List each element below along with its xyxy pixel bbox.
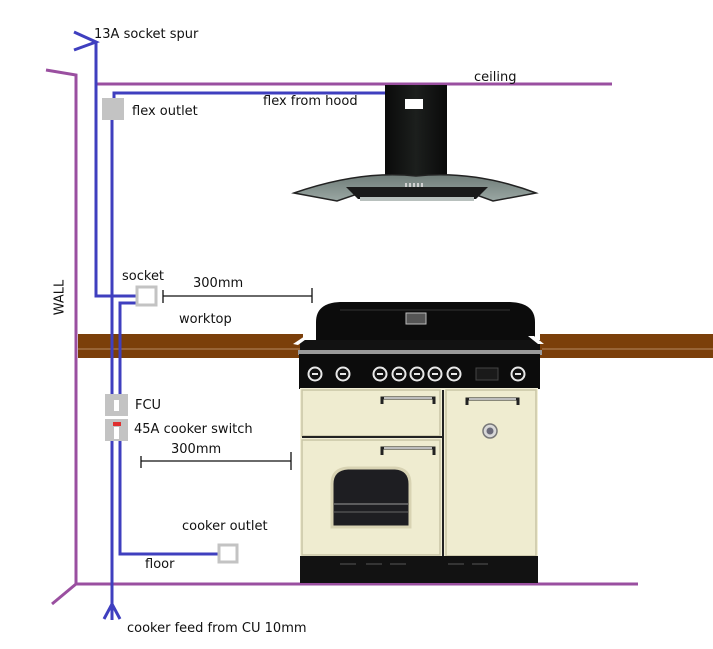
cooker-clock-display	[475, 367, 499, 381]
label-worktop: worktop	[179, 312, 232, 327]
dimensions	[140, 288, 313, 470]
hood-flex-cable	[112, 91, 396, 100]
label-floor: floor	[145, 557, 175, 572]
label-socket-spur: 13A socket spur	[94, 27, 199, 42]
cooker-knob-indicator	[432, 373, 438, 375]
cables	[73, 30, 396, 620]
cooker-plinth	[300, 556, 538, 583]
worktop-left	[78, 334, 303, 358]
accessories	[102, 98, 239, 564]
label-ceiling: ceiling	[474, 70, 517, 85]
cooker-switch-white-icon	[114, 427, 119, 439]
worktop-right	[540, 334, 713, 358]
oven-window	[330, 466, 412, 529]
cooker-switch-red-icon	[113, 422, 121, 426]
cooker-outlet-cable	[118, 440, 220, 556]
socket-supply-cable	[118, 301, 140, 396]
label-socket: socket	[122, 269, 165, 284]
cooker-badge-icon	[405, 312, 427, 325]
cooker-knob-indicator	[312, 373, 318, 375]
wall-floor-perspective-line	[51, 582, 77, 606]
cooker-knobs	[307, 366, 526, 382]
hood-buttons	[405, 183, 423, 187]
flex-outlet-box	[102, 98, 124, 120]
wall-line	[45, 68, 78, 585]
feed-arrow-icon	[102, 600, 122, 620]
cooker-knob-indicator	[377, 373, 383, 375]
worktop-cut-left	[293, 336, 309, 345]
range-cooker	[298, 302, 542, 583]
hood-filter-strip	[360, 197, 474, 201]
spur-arrow-icon	[73, 30, 100, 52]
label-flex-outlet: flex outlet	[132, 104, 198, 119]
cooker-knob-indicator	[515, 373, 521, 375]
cooker-knob-indicator	[414, 373, 420, 375]
cooker-knob-indicator	[451, 373, 457, 375]
hood-base	[346, 187, 488, 199]
cooker-knob-indicator	[340, 373, 346, 375]
label-wall: WALL	[52, 279, 68, 316]
label-flex-from-hood: flex from hood	[263, 94, 358, 109]
cooker-outlet-box	[217, 543, 239, 564]
side-oven-door	[445, 389, 537, 557]
worktop	[78, 334, 713, 358]
label-cooker-outlet: cooker outlet	[182, 519, 268, 534]
label-cooker-switch: 45A cooker switch	[134, 422, 253, 437]
hood-label-patch	[405, 99, 423, 109]
room-structure	[45, 68, 638, 606]
fcu-switch-icon	[114, 400, 119, 411]
label-fcu: FCU	[135, 398, 162, 413]
label-dimension-lower: 300mm	[171, 442, 222, 457]
worktop-cut-right	[528, 336, 544, 344]
socket-box	[135, 285, 158, 307]
socket-spur-cable	[94, 42, 138, 298]
cooker-hood	[291, 85, 539, 202]
cooker-knob-indicator	[396, 373, 402, 375]
label-dimension-upper: 300mm	[193, 276, 244, 291]
label-cooker-feed: cooker feed from CU 10mm	[127, 621, 307, 636]
